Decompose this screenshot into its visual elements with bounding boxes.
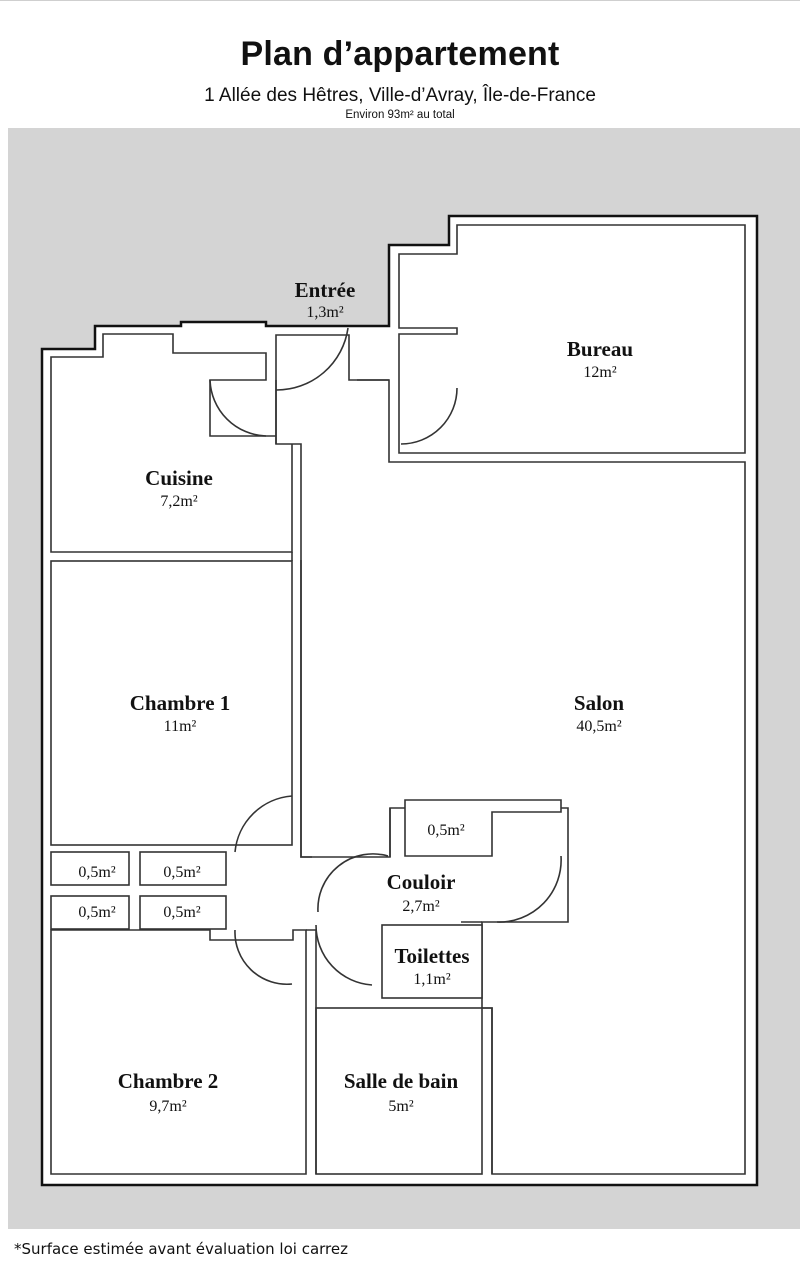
footer	[0, 1229, 800, 1268]
label-toilettes: Toilettes	[394, 944, 469, 968]
area-entree: 1,3m²	[306, 304, 343, 321]
footnote: *Surface estimée avant évaluation loi ca…	[14, 1240, 348, 1258]
label-bureau: Bureau	[567, 337, 633, 361]
door-couloir	[317, 853, 389, 913]
room-cuisine	[50, 333, 293, 553]
room-chambre-2	[50, 929, 307, 1175]
area-couloir: 2,7m²	[402, 898, 439, 915]
door-couloir-closet	[496, 855, 562, 923]
total-area: Environ 93m² au total	[345, 109, 455, 121]
door-toilettes	[315, 924, 373, 986]
area-chambre-2: 9,7m²	[149, 1098, 186, 1115]
room-salle-de-bain	[315, 1007, 483, 1175]
area-toilettes: 1,1m²	[413, 971, 450, 988]
room-bureau	[398, 224, 746, 454]
door-entree	[275, 327, 349, 391]
area-salon: 40,5m²	[576, 718, 621, 735]
area-bureau: 12m²	[583, 364, 616, 381]
address: 1 Allée des Hêtres, Ville-d’Avray, Île-d…	[204, 85, 596, 106]
area-chambre-1: 11m²	[164, 718, 197, 735]
closet-1	[50, 851, 130, 886]
area-cuisine: 7,2m²	[160, 493, 197, 510]
area-closet-2: 0,5m²	[163, 864, 200, 881]
closet-2	[139, 851, 227, 886]
label-couloir: Couloir	[387, 870, 456, 894]
closet-3	[50, 895, 130, 930]
door-chambre-2	[234, 929, 293, 986]
label-entree: Entrée	[295, 278, 356, 302]
header: Plan d’appartement 1 Allée des Hêtres, V…	[0, 0, 800, 128]
label-chambre-2: Chambre 2	[118, 1069, 219, 1093]
label-salle-de-bain: Salle de bain	[344, 1069, 459, 1093]
area-closet-4: 0,5m²	[163, 904, 200, 921]
door-chambre-1	[234, 795, 293, 853]
floor-plan: Entrée 1,3m² Bureau 12m² Cuisine 7,2m² C…	[40, 214, 759, 1187]
label-salon: Salon	[574, 691, 625, 715]
area-closet-1: 0,5m²	[78, 864, 115, 881]
area-closet-couloir: 0,5m²	[427, 822, 464, 839]
room-toilettes	[381, 924, 483, 999]
label-cuisine: Cuisine	[145, 466, 213, 490]
area-closet-3: 0,5m²	[78, 904, 115, 921]
room-chambre-1	[50, 560, 293, 846]
door-bureau	[400, 387, 458, 445]
label-chambre-1: Chambre 1	[130, 691, 231, 715]
area-salle-de-bain: 5m²	[388, 1098, 413, 1115]
closet-couloir	[404, 799, 562, 857]
door-cuisine	[209, 379, 267, 437]
page-title: Plan d’appartement	[240, 35, 560, 73]
closet-4	[139, 895, 227, 930]
